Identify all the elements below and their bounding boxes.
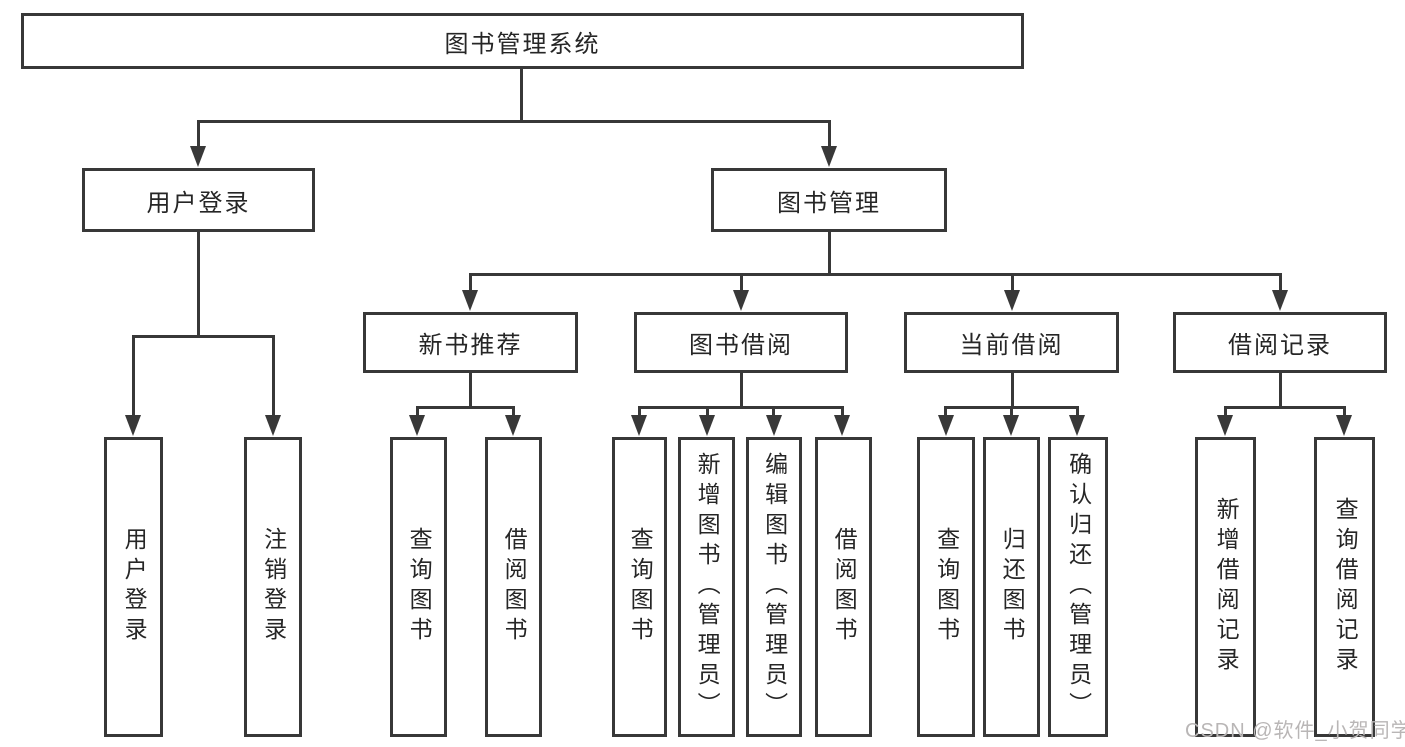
arrow-down-icon — [699, 415, 715, 436]
connector-line — [416, 406, 515, 409]
arrow-down-icon — [766, 415, 782, 436]
connector-line — [1224, 406, 1346, 409]
connector-line — [828, 120, 831, 147]
node-book-management: 图书管理 — [711, 168, 947, 232]
node-label: 借阅图书 — [831, 527, 858, 647]
leaf-user-login: 用户登录 — [104, 437, 163, 737]
leaf-add-borrow-record: 新增借阅记录 — [1195, 437, 1256, 737]
connector-line — [469, 273, 472, 292]
node-library-management-system: 图书管理系统 — [21, 13, 1024, 69]
connector-line — [841, 406, 844, 416]
connector-line — [1011, 273, 1014, 292]
arrow-down-icon — [190, 146, 206, 167]
node-label: 注销登录 — [260, 527, 287, 647]
arrow-down-icon — [1272, 290, 1288, 311]
node-label: 用户登录 — [146, 189, 251, 217]
node-label: 新书推荐 — [418, 332, 523, 359]
connector-line — [197, 120, 200, 147]
node-label: 确认归还（管理员） — [1065, 452, 1092, 722]
arrow-down-icon — [505, 415, 521, 436]
connector-line — [1010, 406, 1013, 416]
leaf-return-book: 归还图书 — [983, 437, 1040, 737]
node-label: 查询图书 — [627, 527, 654, 647]
connector-line — [272, 335, 275, 416]
leaf-query-books-recommend: 查询图书 — [390, 437, 447, 737]
connector-line — [197, 120, 831, 123]
arrow-down-icon — [1004, 290, 1020, 311]
node-label: 查询图书 — [933, 527, 960, 647]
connector-line — [132, 335, 275, 338]
node-label: 查询借阅记录 — [1332, 497, 1359, 677]
leaf-borrow-books-recommend: 借阅图书 — [485, 437, 542, 737]
node-label: 归还图书 — [999, 527, 1026, 647]
arrow-down-icon — [631, 415, 647, 436]
node-label: 新增借阅记录 — [1213, 497, 1240, 677]
arrow-down-icon — [938, 415, 954, 436]
node-label: 新增图书（管理员） — [694, 452, 721, 722]
arrow-down-icon — [821, 146, 837, 167]
node-label: 用户登录 — [121, 527, 148, 647]
connector-line — [132, 335, 135, 416]
node-current-borrowing: 当前借阅 — [904, 312, 1119, 373]
node-label: 借阅图书 — [501, 527, 528, 647]
arrow-down-icon — [733, 290, 749, 311]
leaf-borrow-books-borrowing: 借阅图书 — [815, 437, 872, 737]
watermark: CSDN @软件_小贺同学 — [1185, 720, 1405, 742]
leaf-query-borrow-record: 查询借阅记录 — [1314, 437, 1375, 737]
connector-line — [469, 273, 1282, 276]
connector-line — [1076, 406, 1079, 416]
connector-line — [944, 406, 947, 416]
leaf-edit-book-admin: 编辑图书（管理员） — [746, 437, 802, 737]
arrow-down-icon — [1336, 415, 1352, 436]
node-new-book-recommend: 新书推荐 — [363, 312, 578, 373]
connector-line — [416, 406, 419, 416]
connector-line — [638, 406, 641, 416]
connector-line — [1279, 273, 1282, 292]
node-book-borrowing: 图书借阅 — [634, 312, 848, 373]
node-label: 编辑图书（管理员） — [761, 452, 788, 722]
connector-line — [520, 68, 523, 122]
arrow-down-icon — [1069, 415, 1085, 436]
arrow-down-icon — [409, 415, 425, 436]
leaf-confirm-return-admin: 确认归还（管理员） — [1048, 437, 1108, 737]
connector-line — [1279, 371, 1282, 409]
leaf-logout: 注销登录 — [244, 437, 302, 737]
connector-line — [197, 230, 200, 338]
arrow-down-icon — [462, 290, 478, 311]
node-label: 当前借阅 — [959, 332, 1064, 359]
node-label: 图书管理 — [777, 189, 881, 217]
connector-line — [1224, 406, 1227, 416]
node-label: 图书管理系统 — [444, 30, 601, 58]
connector-line — [469, 371, 472, 409]
leaf-query-books-current: 查询图书 — [917, 437, 975, 737]
connector-line — [1343, 406, 1346, 416]
leaf-add-book-admin: 新增图书（管理员） — [678, 437, 735, 737]
connector-line — [512, 406, 515, 416]
connector-line — [1011, 371, 1014, 409]
arrow-down-icon — [1003, 415, 1019, 436]
leaf-query-books-borrowing: 查询图书 — [612, 437, 667, 737]
node-label: 借阅记录 — [1228, 332, 1332, 359]
arrow-down-icon — [125, 415, 141, 436]
arrow-down-icon — [834, 415, 850, 436]
node-user-login: 用户登录 — [82, 168, 315, 232]
connector-line — [706, 406, 709, 416]
arrow-down-icon — [265, 415, 281, 436]
arrow-down-icon — [1217, 415, 1233, 436]
connector-line — [740, 273, 743, 292]
connector-line — [638, 406, 844, 409]
connector-line — [828, 230, 831, 276]
node-borrow-records: 借阅记录 — [1173, 312, 1387, 373]
node-label: 图书借阅 — [689, 332, 793, 359]
connector-line — [772, 406, 775, 416]
connector-line — [740, 371, 743, 409]
node-label: 查询图书 — [406, 527, 433, 647]
